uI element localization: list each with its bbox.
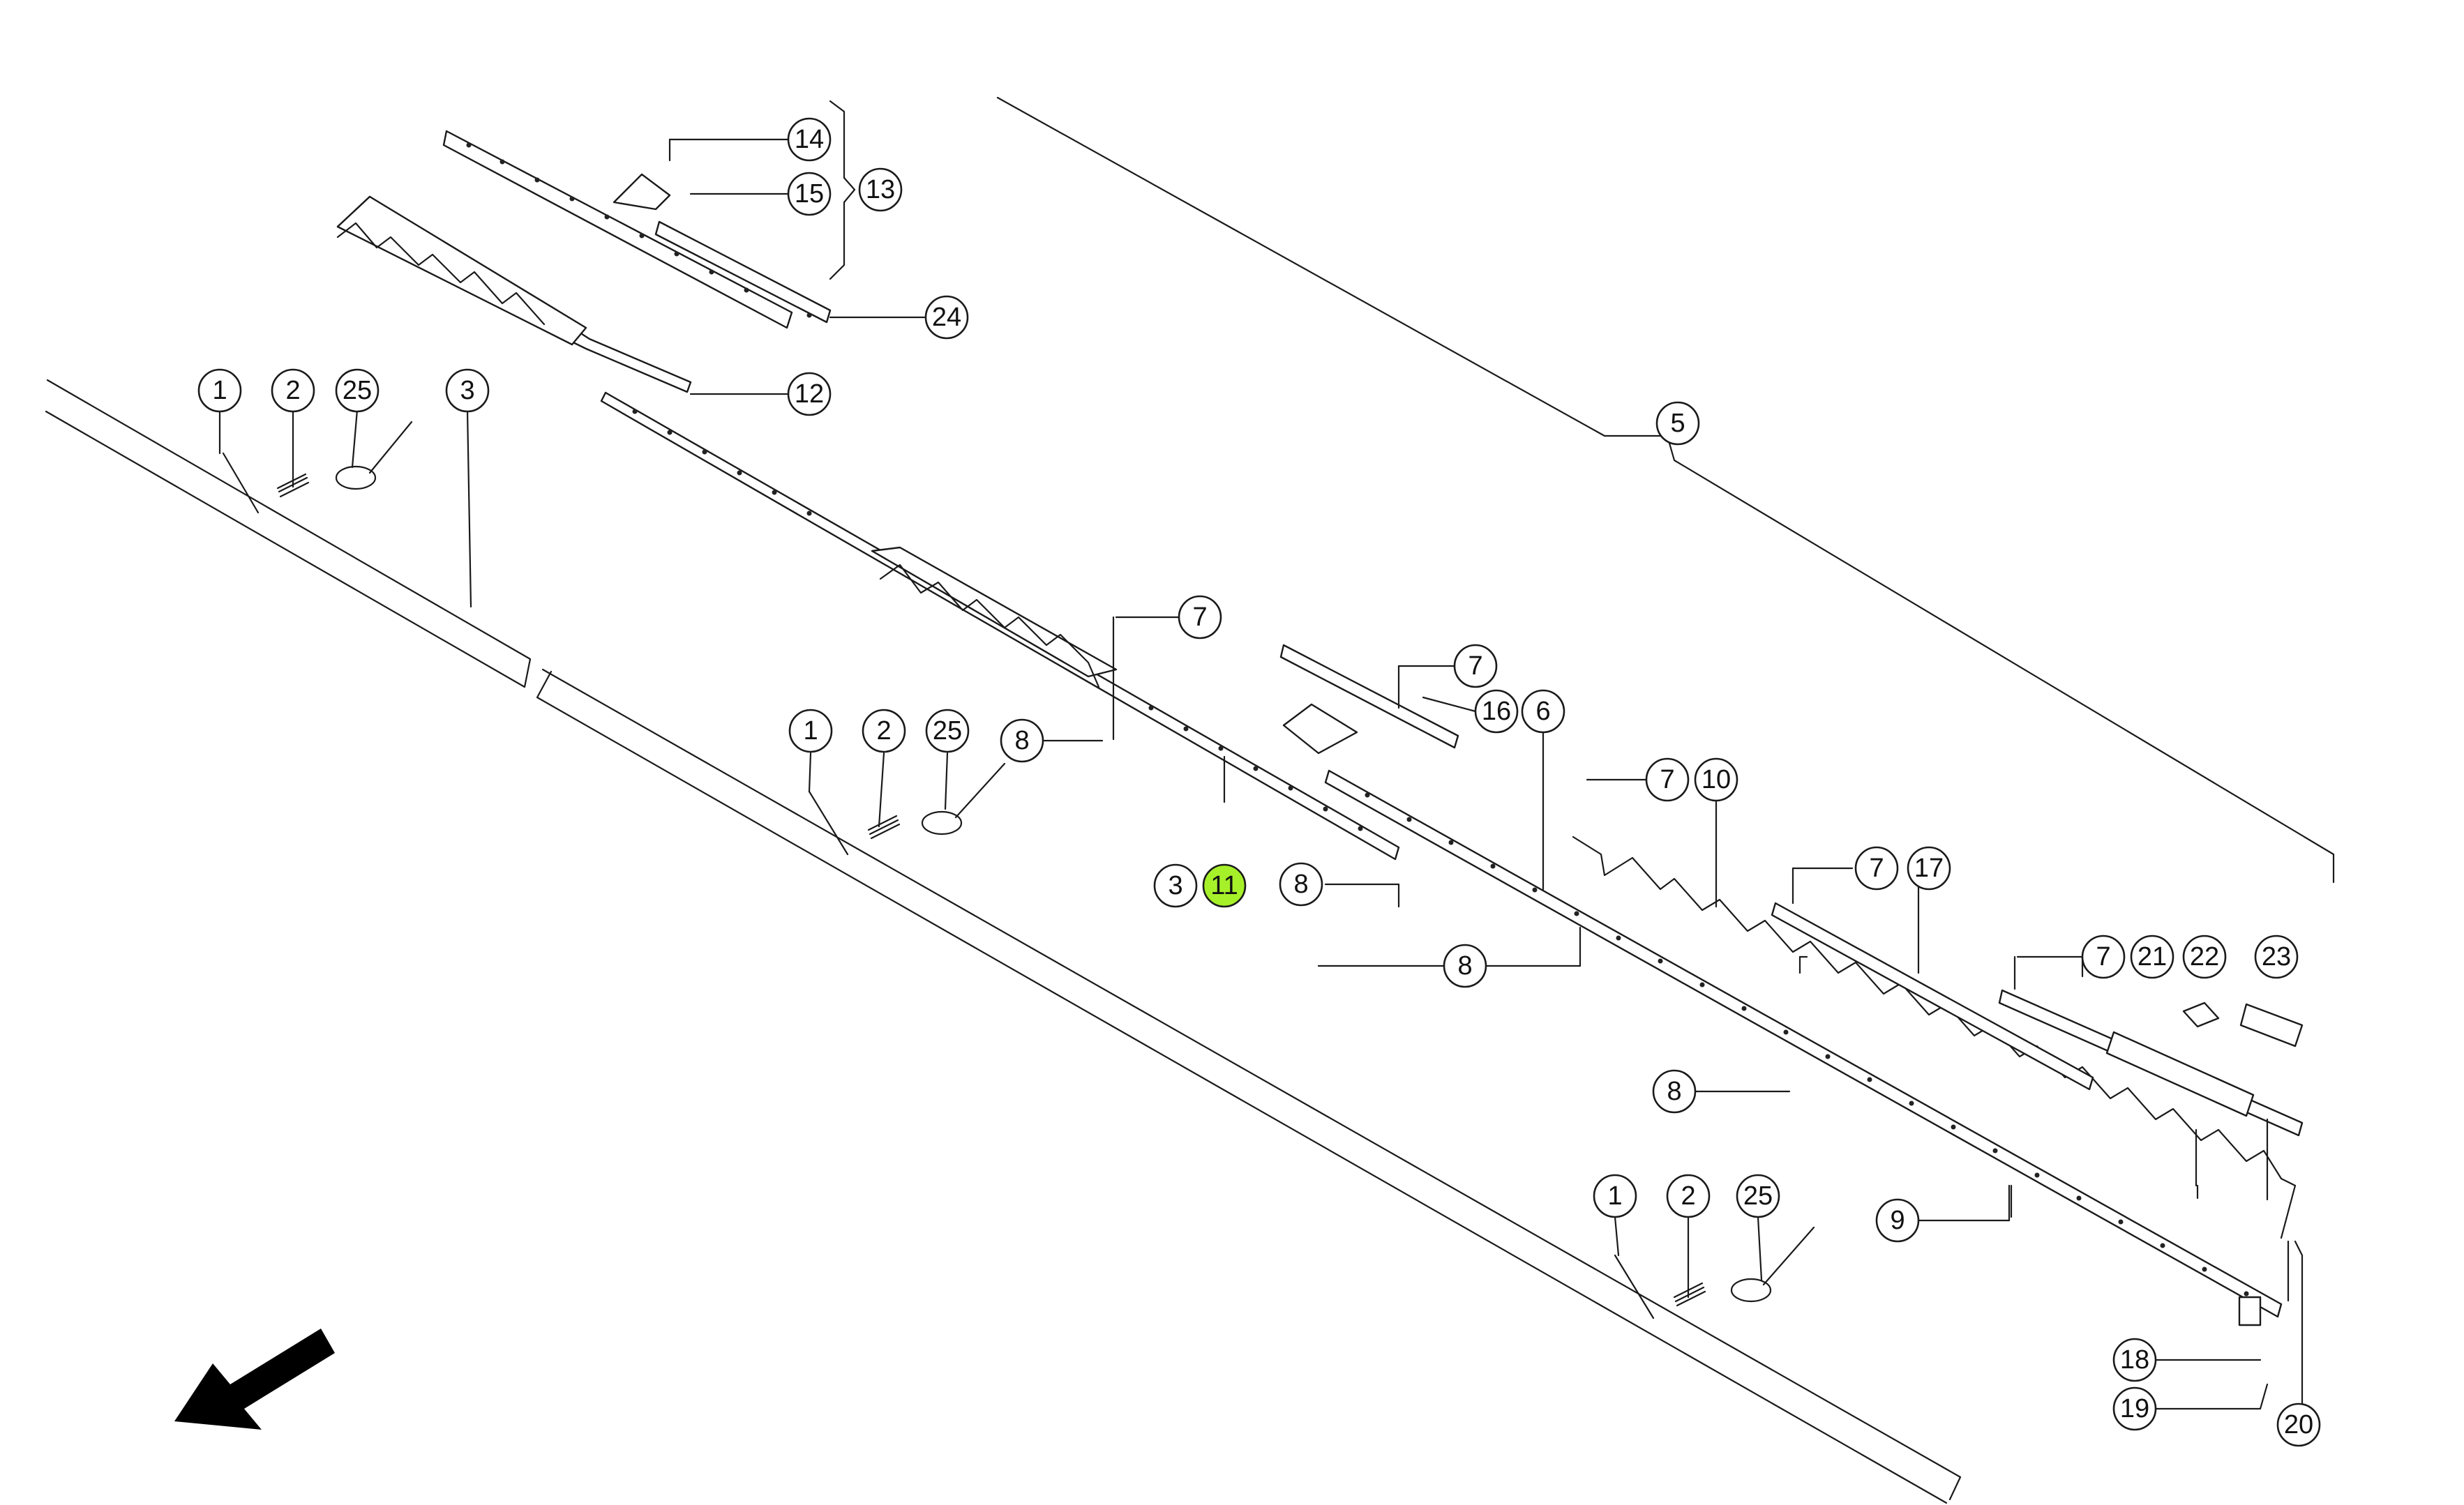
- svg-text:18: 18: [2120, 1345, 2149, 1375]
- svg-text:17: 17: [1914, 854, 1944, 883]
- callout: 9: [1875, 1198, 1920, 1243]
- knife-bar-middle: [600, 391, 1400, 861]
- guard-strip-17: [1771, 902, 2304, 1326]
- svg-text:1: 1: [212, 376, 227, 405]
- callout: 15: [787, 172, 832, 216]
- callout: 13: [858, 167, 903, 212]
- svg-text:25: 25: [933, 716, 962, 746]
- svg-text:1: 1: [1607, 1181, 1622, 1211]
- callout: 8: [1000, 718, 1044, 763]
- svg-text:5: 5: [1670, 409, 1685, 438]
- callout: 7: [1178, 595, 1222, 640]
- callout: 25: [335, 368, 380, 413]
- callout: 2: [271, 368, 315, 413]
- svg-text:8: 8: [1014, 726, 1029, 755]
- callout: 2: [1666, 1174, 1711, 1218]
- callout: 8: [1279, 862, 1323, 907]
- callout: 18: [2112, 1338, 2157, 1382]
- callout: 7: [1854, 846, 1899, 891]
- direction-arrow-icon: [174, 1329, 335, 1430]
- svg-text:8: 8: [1457, 951, 1472, 981]
- cutter-bar-tube: [45, 379, 1962, 1504]
- callout: 1: [1593, 1174, 1637, 1218]
- callout: 7: [1645, 757, 1690, 802]
- callout: 19: [2112, 1386, 2157, 1431]
- svg-text:22: 22: [2190, 942, 2219, 971]
- svg-text:8: 8: [1293, 870, 1308, 899]
- svg-text:16: 16: [1482, 697, 1511, 726]
- knife-bar-right: [1324, 769, 2297, 1318]
- svg-text:7: 7: [1869, 854, 1884, 883]
- svg-text:15: 15: [795, 179, 824, 209]
- svg-text:25: 25: [343, 376, 372, 405]
- svg-text:3: 3: [1168, 871, 1182, 900]
- svg-text:13: 13: [866, 175, 895, 204]
- svg-text:3: 3: [460, 376, 474, 405]
- callout-highlighted[interactable]: 11: [1202, 863, 1247, 908]
- callout: 21: [2130, 935, 2174, 979]
- guard-strip-top: [442, 130, 832, 329]
- callout: 12: [787, 372, 832, 416]
- svg-text:24: 24: [932, 303, 961, 332]
- callout: 20: [2276, 1402, 2321, 1447]
- callout: 7: [1453, 644, 1498, 688]
- svg-text:2: 2: [285, 376, 300, 405]
- callout: 2: [862, 709, 906, 753]
- callout: 7: [2081, 935, 2126, 979]
- callout: 1: [197, 368, 242, 413]
- guard-plate-16: [1279, 644, 1459, 755]
- callout: 5: [1655, 401, 1700, 446]
- svg-text:14: 14: [795, 125, 824, 154]
- svg-text:6: 6: [1535, 697, 1550, 726]
- spring-set-3: [1614, 1226, 1815, 1319]
- svg-text:2: 2: [1681, 1181, 1695, 1211]
- svg-text:2: 2: [876, 716, 891, 746]
- callout: 17: [1907, 846, 1951, 891]
- svg-text:25: 25: [1743, 1181, 1773, 1211]
- callout: 23: [2254, 935, 2299, 979]
- svg-text:7: 7: [2096, 942, 2110, 971]
- svg-text:1: 1: [803, 716, 818, 746]
- callout: 1: [788, 709, 833, 753]
- callout: 3: [445, 368, 490, 413]
- svg-text:7: 7: [1192, 603, 1207, 632]
- callout: 25: [1736, 1174, 1780, 1218]
- spring-set-2: [808, 762, 1006, 856]
- svg-text:7: 7: [1468, 651, 1482, 681]
- callout: 6: [1521, 689, 1565, 734]
- svg-text:23: 23: [2262, 942, 2291, 971]
- svg-text:10: 10: [1701, 765, 1731, 794]
- callout: 3: [1153, 863, 1198, 908]
- svg-text:8: 8: [1667, 1077, 1681, 1106]
- callout: 24: [924, 295, 969, 340]
- callout: 8: [1652, 1069, 1697, 1114]
- svg-text:9: 9: [1890, 1206, 1905, 1235]
- svg-text:11: 11: [1210, 871, 1238, 900]
- svg-text:20: 20: [2284, 1410, 2313, 1439]
- leader-lines: [218, 96, 2335, 1410]
- spring-set-1: [222, 421, 413, 514]
- svg-text:12: 12: [795, 379, 824, 409]
- callout: 25: [925, 709, 970, 753]
- svg-text:21: 21: [2138, 942, 2167, 971]
- svg-text:7: 7: [1660, 765, 1674, 794]
- knife-section-top: [336, 195, 692, 393]
- svg-text:19: 19: [2120, 1394, 2149, 1423]
- callout: 10: [1694, 757, 1738, 802]
- callout: 8: [1443, 944, 1487, 988]
- callout: 14: [787, 117, 832, 162]
- callout: 22: [2182, 935, 2227, 979]
- callout: 16: [1474, 689, 1519, 734]
